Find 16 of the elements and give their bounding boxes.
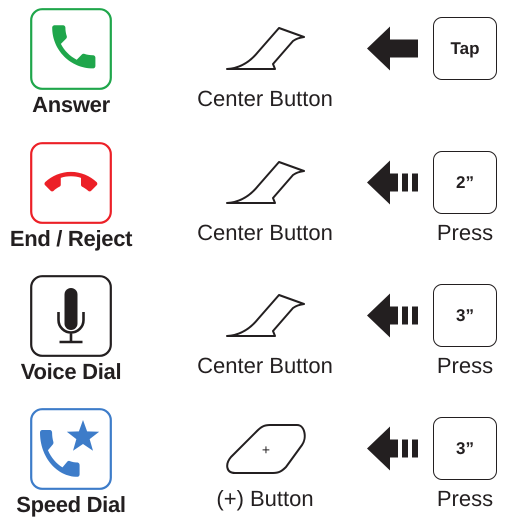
press-key: 3” bbox=[433, 417, 497, 480]
press-label: Press bbox=[436, 486, 494, 512]
part-label: Center Button bbox=[197, 353, 333, 379]
action-label: Voice Dial bbox=[20, 359, 122, 385]
part-label: Center Button bbox=[197, 220, 333, 246]
plus-sign: + bbox=[262, 442, 270, 458]
part-label: Center Button bbox=[197, 86, 333, 112]
press-key: Tap bbox=[433, 17, 497, 80]
press-label: Press bbox=[436, 220, 494, 246]
action-label: Answer bbox=[32, 92, 110, 118]
part-label: (+) Button bbox=[216, 486, 314, 512]
press-label: Press bbox=[436, 353, 494, 379]
action-label: Speed Dial bbox=[16, 492, 126, 518]
press-key: 2” bbox=[433, 151, 497, 214]
press-key: 3” bbox=[433, 284, 497, 347]
action-label: End / Reject bbox=[10, 226, 132, 252]
